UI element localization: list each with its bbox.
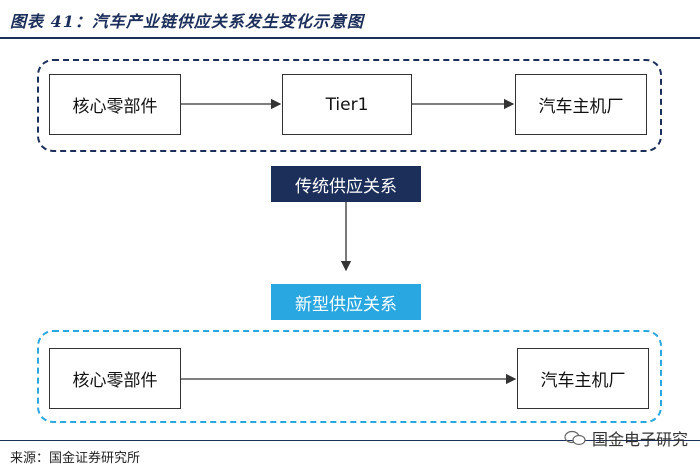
wechat-icon [564, 430, 586, 446]
title-divider [0, 37, 700, 39]
node-core-components-traditional: 核心零部件 [49, 74, 181, 135]
footer-divider [0, 440, 700, 441]
source-note: 来源：国金证券研究所 [10, 451, 141, 466]
traditional-supply-group [37, 59, 662, 152]
node-oem-traditional: 汽车主机厂 [515, 74, 647, 135]
new-supply-label: 新型供应关系 [271, 284, 421, 320]
traditional-supply-label: 传统供应关系 [271, 166, 421, 202]
figure-title: 图表 41：汽车产业链供应关系发生变化示意图 [10, 12, 364, 31]
node-core-components-new: 核心零部件 [49, 348, 181, 409]
new-supply-group [37, 330, 662, 423]
watermark-text: 国金电子研究 [591, 430, 688, 449]
node-oem-new: 汽车主机厂 [517, 348, 649, 409]
node-tier1: Tier1 [282, 74, 412, 135]
watermark: 国金电子研究 [564, 426, 688, 450]
